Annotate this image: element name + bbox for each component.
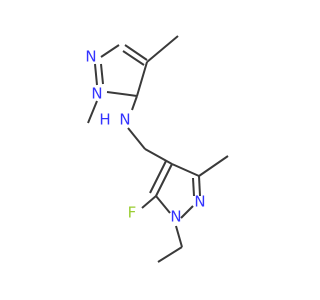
bond-c5-c4-bottom-double <box>149 160 167 194</box>
atom-label-h: H <box>99 111 110 129</box>
bond-n1-c5 <box>106 91 138 97</box>
atom-label-nh: N <box>119 111 130 129</box>
atom-label-n3: N <box>194 193 205 211</box>
bond-ch-c4-top <box>124 44 148 61</box>
bond-n1-ethyl-ch2 <box>175 225 183 248</box>
bond-nh-ch2 <box>127 127 146 150</box>
bond-c5-f <box>141 195 157 209</box>
bond-c5-c4 <box>136 61 148 97</box>
bond-ch-c4-top-double <box>122 50 145 66</box>
bond-c3-n2-double <box>192 177 195 197</box>
bond-ch2-c4-bottom <box>144 148 173 165</box>
bond-ethyl-ch2-ch3 <box>157 246 183 263</box>
bond-n1-c5-bottom <box>155 195 171 214</box>
bond-c5-nh <box>131 95 138 111</box>
atom-label-n4: N <box>170 208 181 226</box>
structure-svg: N N N H N N F <box>85 35 229 263</box>
atom-label-n1: N <box>91 85 102 103</box>
bond-n2-n1-double <box>100 63 104 85</box>
molecule-diagram: N N N H N N F <box>85 35 229 263</box>
bond-c4-methyl <box>146 35 179 63</box>
bond-n2-n1-bottom <box>180 205 194 219</box>
bond-c3-methyl <box>198 155 229 177</box>
bond-n2-ch <box>100 44 120 58</box>
bond-n1-methyl <box>87 100 98 124</box>
atom-label-n2: N <box>85 48 96 66</box>
bond-n2-n1 <box>94 63 98 86</box>
atom-label-f: F <box>128 204 137 222</box>
bond-c3-n2 <box>198 175 201 197</box>
bond-c4-c3 <box>171 163 200 177</box>
bond-c5-c4-bottom <box>155 163 173 197</box>
